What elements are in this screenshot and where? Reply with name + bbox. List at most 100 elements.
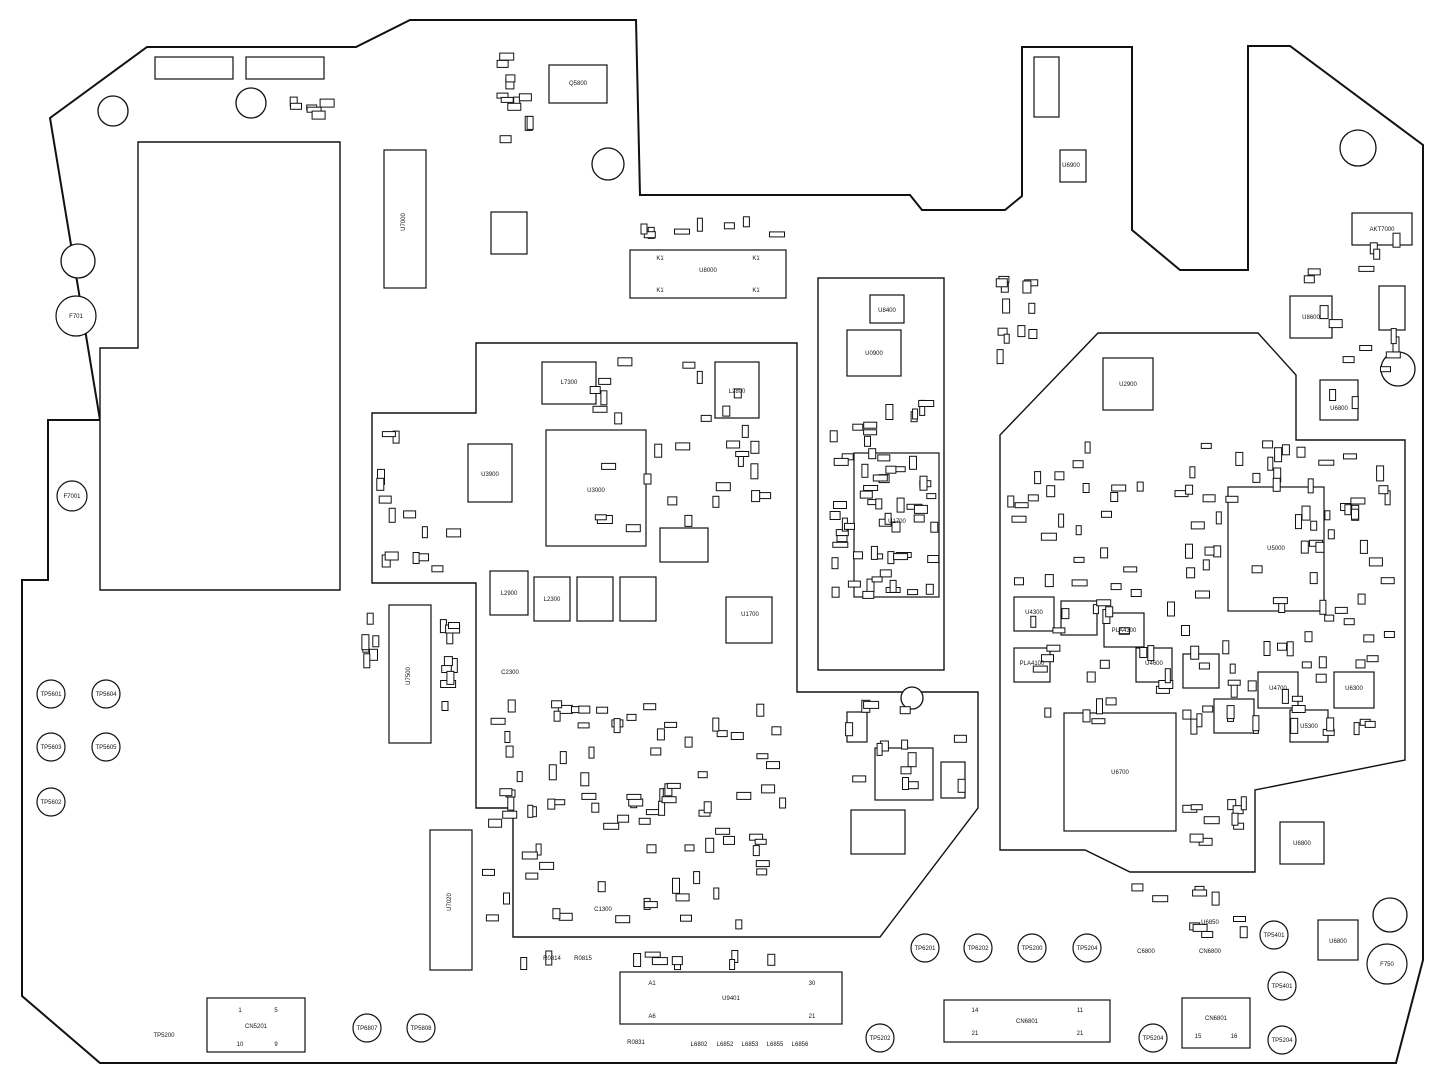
smd-pad	[526, 115, 534, 130]
smd-pad	[600, 390, 608, 406]
label-l6855: L6855	[767, 1042, 784, 1048]
smd-pad	[581, 792, 597, 800]
smd-pad	[1277, 642, 1287, 651]
smd-pad	[703, 801, 712, 814]
smd-pad	[1123, 566, 1138, 573]
smd-pad	[863, 700, 880, 709]
tp-label: TP5204	[1142, 1036, 1164, 1042]
smd-pad	[861, 463, 869, 478]
smd-pad	[311, 110, 326, 120]
smd-pad	[1262, 440, 1274, 449]
smd-pad	[995, 278, 1008, 288]
smd-pad	[553, 710, 561, 722]
smd-pad	[628, 798, 644, 807]
label-c6800: C6800	[1137, 949, 1155, 955]
smd-pad	[853, 551, 863, 560]
smd-pad	[712, 495, 720, 508]
smd-pad	[1350, 497, 1366, 505]
smd-pad	[741, 424, 749, 438]
label-pin-a1: A1	[648, 981, 656, 987]
label-pin-a6: A6	[648, 1014, 656, 1020]
label-c2300: C2300	[501, 670, 519, 676]
smd-pad	[779, 797, 787, 809]
smd-pad	[1105, 606, 1114, 618]
smd-pad	[736, 791, 752, 800]
label-cn6801-p14: 14	[972, 1008, 979, 1014]
smd-pad	[1343, 618, 1355, 626]
smd-pad	[431, 565, 444, 573]
smd-pad	[1213, 545, 1222, 558]
smd-pad	[1044, 574, 1054, 588]
tp-label: TP5200	[153, 1033, 175, 1039]
label-u6900: U6900	[1062, 163, 1080, 169]
label-r0814: R0814	[543, 956, 561, 962]
smd-pad	[1272, 477, 1281, 492]
smd-pad	[1351, 508, 1359, 520]
smd-pad	[1096, 698, 1103, 715]
smd-pad	[1380, 577, 1395, 585]
smd-pad	[1286, 641, 1294, 657]
smd-pad	[1185, 543, 1193, 559]
smd-pad	[852, 775, 867, 783]
smd-pad	[1195, 590, 1210, 599]
label-u6800c: U6800	[1329, 939, 1347, 945]
smd-pad	[1303, 275, 1315, 284]
smd-pad	[697, 771, 708, 779]
label-pin-30: 30	[809, 981, 816, 987]
label-l6852: L6852	[717, 1042, 734, 1048]
smd-pad	[831, 557, 839, 570]
smd-pad	[661, 796, 677, 804]
smd-pad	[1315, 673, 1327, 683]
label-l6856: L6856	[792, 1042, 809, 1048]
label-u5300: U5300	[1300, 724, 1318, 730]
smd-pad	[443, 656, 453, 667]
smd-pad	[1182, 709, 1192, 720]
smd-pad	[613, 718, 621, 734]
label-cn5201-p5: 5	[274, 1008, 278, 1014]
smd-pad	[754, 838, 767, 845]
tp-label: TP5204	[1076, 946, 1098, 952]
smd-pad	[700, 414, 712, 422]
smd-pad	[496, 59, 509, 68]
smd-pad	[527, 804, 534, 818]
label-u7500: U7500	[406, 667, 412, 685]
smd-pad	[535, 843, 542, 856]
smd-pad	[671, 956, 683, 966]
smd-pad	[1092, 604, 1099, 615]
smd-pad	[682, 361, 696, 369]
label-u6850: U6850	[1201, 920, 1219, 926]
smd-pad	[1072, 460, 1084, 469]
smd-pad	[1267, 456, 1274, 471]
smd-pad	[1105, 697, 1117, 706]
label-u1700: U1700	[888, 519, 906, 525]
smd-pad	[696, 217, 703, 232]
tp-label: TP5604	[95, 692, 117, 698]
smd-pad	[1231, 812, 1239, 826]
smd-pad	[507, 102, 522, 111]
smd-pad	[1383, 631, 1395, 638]
smd-pad	[672, 877, 680, 894]
smd-pad	[1344, 504, 1352, 516]
smd-pad	[833, 457, 849, 466]
tp-label: TP5204	[1271, 1038, 1293, 1044]
smd-pad	[684, 736, 693, 748]
label-f750: F750	[1380, 962, 1394, 968]
smd-pad	[1054, 471, 1065, 481]
smd-pad	[1274, 447, 1283, 463]
smd-pad	[1071, 579, 1088, 587]
smd-pad	[885, 465, 897, 474]
smd-pad	[759, 492, 772, 500]
smd-pad	[1075, 525, 1082, 536]
smd-pad	[891, 521, 901, 533]
smd-pad	[926, 493, 937, 500]
smd-pad	[1326, 717, 1335, 732]
smd-pad	[996, 349, 1004, 365]
smd-pad	[755, 860, 770, 868]
smd-pad	[545, 950, 553, 966]
tp-label: TP5808	[410, 1026, 432, 1032]
smd-pad	[588, 746, 595, 759]
tp-label: TP5200	[1021, 946, 1043, 952]
smd-pad	[1096, 599, 1112, 607]
smd-pad	[507, 796, 515, 811]
smd-pad	[1189, 466, 1196, 479]
